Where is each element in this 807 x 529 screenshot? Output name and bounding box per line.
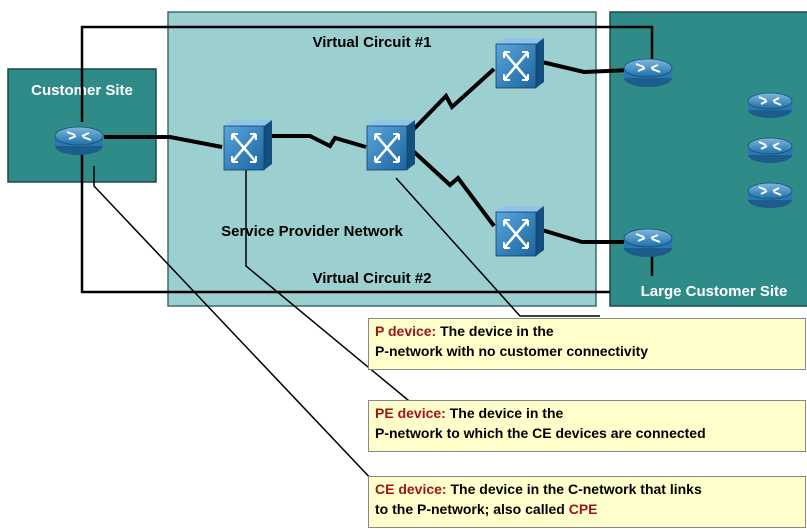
pe-device-desc2: P-network to which the CE devices are co… xyxy=(375,425,706,441)
atm-switch-icon xyxy=(223,120,272,171)
ce-device-line1: CE device: The device in the C-network t… xyxy=(375,479,799,499)
ce-device-note: CE device: The device in the C-network t… xyxy=(368,476,806,528)
ce-device-desc2: to the P-network; also called xyxy=(375,501,569,517)
router-icon xyxy=(747,182,793,208)
ce-device-line2: to the P-network; also called CPE xyxy=(375,499,799,519)
virtual-circuit-1-path xyxy=(80,25,654,122)
p-device-line1: P device: The device in the xyxy=(375,321,799,341)
router-icon xyxy=(623,58,673,87)
p-device-note: P device: The device in the P-network wi… xyxy=(368,318,806,370)
router-icon xyxy=(747,137,793,163)
virtual-circuit-1-label: Virtual Circuit #1 xyxy=(313,34,432,51)
p-device-term: P device: xyxy=(375,323,437,339)
virtual-circuit-2-path xyxy=(80,148,610,294)
network-links xyxy=(104,60,631,244)
router-icon xyxy=(54,126,104,155)
p-device-desc1: The device in the xyxy=(436,323,554,339)
ce-device-desc1: The device in the C-network that links xyxy=(446,481,702,497)
pe-device-desc1: The device in the xyxy=(445,405,564,421)
virtual-circuit-2-label: Virtual Circuit #2 xyxy=(313,270,432,287)
service-provider-label: Service Provider Network xyxy=(221,223,403,240)
atm-switch-icon xyxy=(366,120,415,171)
atm-switch-icon xyxy=(495,38,544,89)
ce-device-alias: CPE xyxy=(568,501,598,517)
router-icon xyxy=(623,228,673,257)
p-device-desc2: P-network with no customer connectivity xyxy=(375,343,649,359)
large-customer-site-label: Large Customer Site xyxy=(641,283,788,300)
ce-device-term: CE device: xyxy=(375,481,447,497)
pe-device-note: PE device: The device in the P-network t… xyxy=(368,400,806,452)
pe-device-term: PE device: xyxy=(375,405,446,421)
atm-switch-icon xyxy=(495,206,544,257)
pe-device-line1: PE device: The device in the xyxy=(375,403,799,423)
router-icon xyxy=(747,92,793,118)
